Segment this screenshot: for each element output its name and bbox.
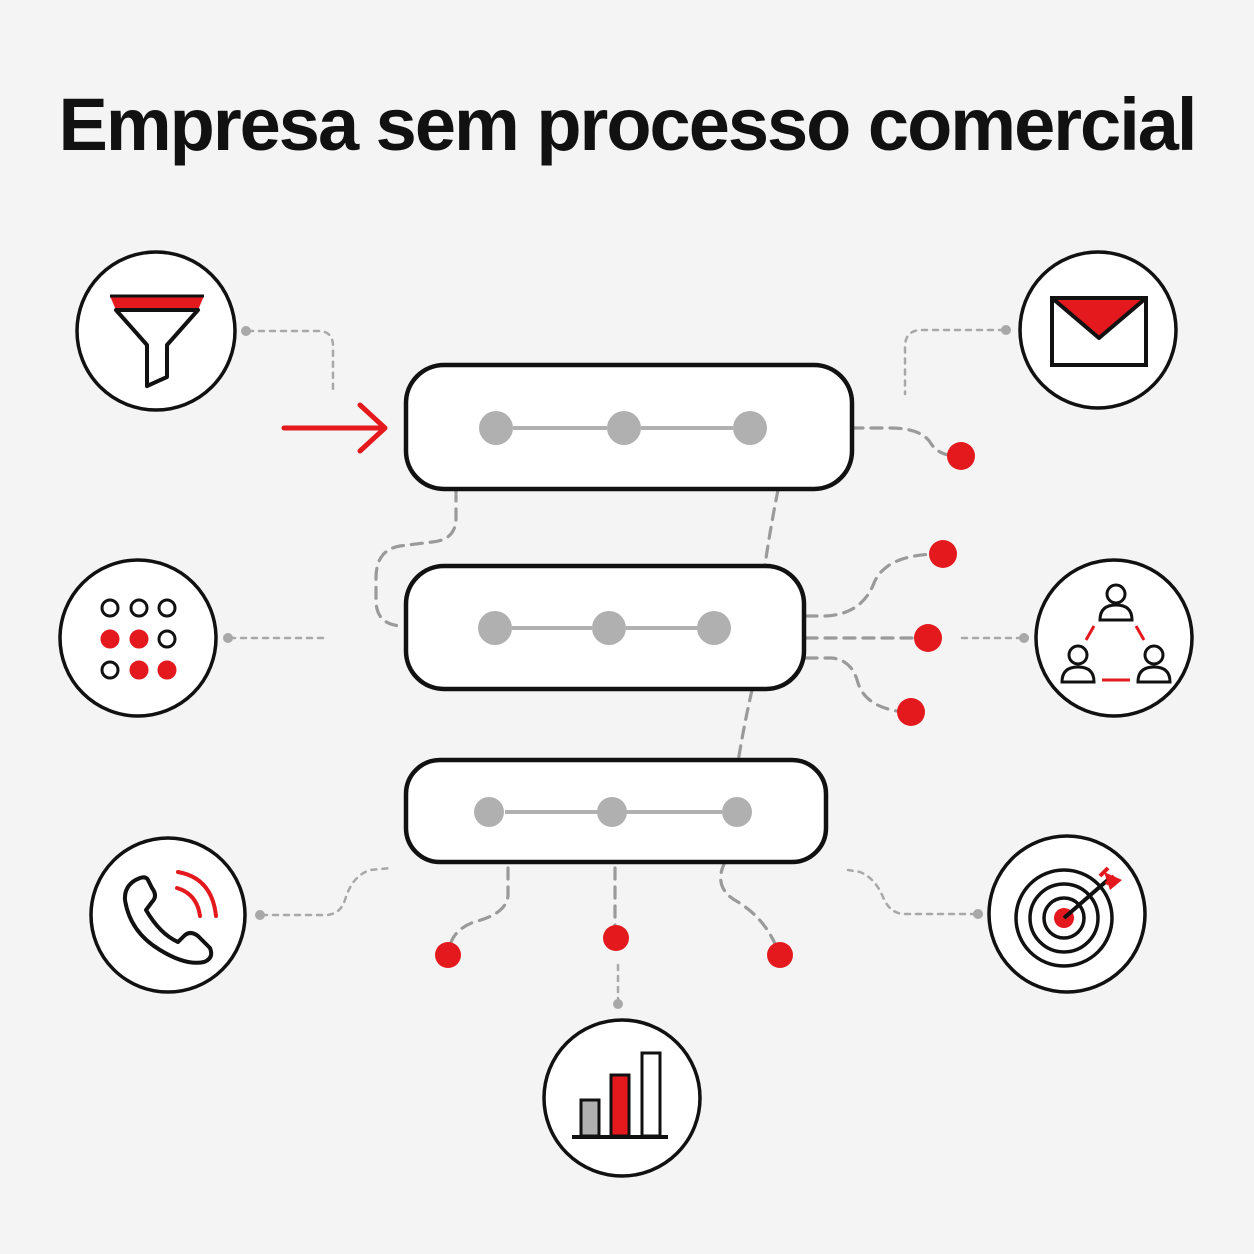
step-node — [597, 797, 627, 827]
phone-icon — [122, 870, 218, 965]
step-node — [697, 611, 731, 645]
target-icon — [1014, 866, 1122, 968]
red-endpoints — [435, 442, 975, 968]
envelope-icon — [1050, 296, 1148, 367]
page-title: Empresa sem processo comercial — [58, 83, 1198, 166]
dot-grid-icon — [100, 598, 177, 680]
stage-steps — [474, 797, 752, 827]
stage-steps — [479, 411, 767, 445]
team-network-icon — [1060, 583, 1172, 684]
stage-bar-1 — [403, 362, 855, 492]
step-node — [474, 797, 504, 827]
step-node — [478, 611, 512, 645]
arrow-right-icon — [281, 402, 388, 454]
stage-steps — [478, 611, 731, 645]
connector-lines — [374, 426, 960, 952]
step-node — [722, 797, 752, 827]
stage-bar-3 — [403, 757, 829, 865]
leader-lines — [228, 328, 1024, 1005]
step-node — [607, 411, 641, 445]
bar-chart-icon — [572, 1051, 668, 1139]
step-node — [733, 411, 767, 445]
stage-bar-2 — [403, 563, 807, 692]
leader-endpoints — [223, 325, 1029, 1009]
step-node — [479, 411, 513, 445]
step-node — [592, 611, 626, 645]
funnel-icon — [110, 294, 204, 388]
